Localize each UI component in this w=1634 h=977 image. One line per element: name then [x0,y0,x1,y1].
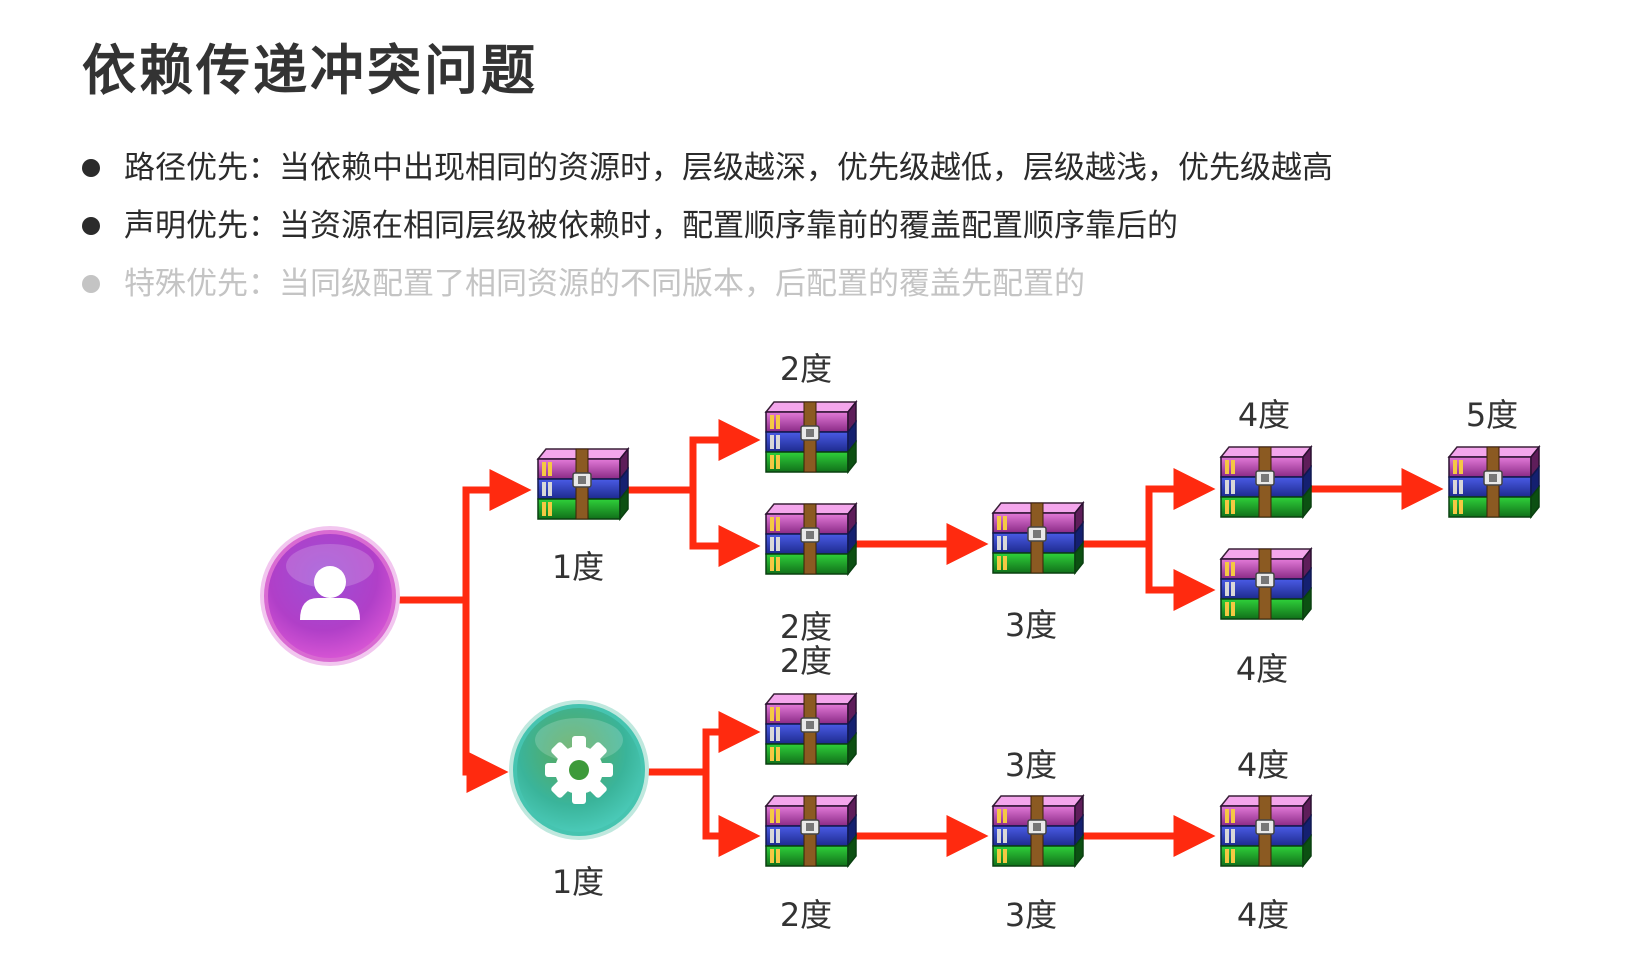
label-top-2b: 2度 [780,608,832,646]
rule-text: 特殊优先：当同级配置了相同资源的不同版本，后配置的覆盖先配置的 [124,266,1085,302]
label-bot-4-lower: 4度 [1237,896,1289,934]
package-archive-icon [1220,548,1312,620]
bullet-dot [82,275,100,293]
user-node [260,526,400,666]
label-bot-2a: 2度 [780,642,832,680]
rule-path-priority: 路径优先：当依赖中出现相同的资源时，层级越深，优先级越低，层级越浅，优先级越高 [82,146,1333,204]
package-archive-icon [992,795,1084,867]
label-top-4a: 4度 [1238,396,1290,434]
connector-user-trunk [396,486,470,776]
label-top-2a: 2度 [780,350,832,388]
bullet-dot [82,217,100,235]
label-top-5: 5度 [1466,396,1518,434]
settings-node [509,700,649,840]
label-bot-3-lower: 3度 [1005,896,1057,934]
connector-top-3-split [1081,485,1153,594]
package-archive-icon [765,693,857,765]
label-bot-2b: 2度 [780,896,832,934]
rule-text: 路径优先：当依赖中出现相同的资源时，层级越深，优先级越低，层级越浅，优先级越高 [124,150,1333,186]
bullet-dot [82,159,100,177]
connector-top-1-split [626,436,697,550]
package-archive-icon [1220,795,1312,867]
label-top-4b: 4度 [1236,650,1288,688]
rules-list: 路径优先：当依赖中出现相同的资源时，层级越深，优先级越低，层级越浅，优先级越高 … [82,146,1333,320]
package-archive-icon [765,503,857,575]
label-bot-1: 1度 [552,863,604,901]
label-top-3: 3度 [1005,606,1057,644]
label-top-1: 1度 [552,548,604,586]
rule-special-priority: 特殊优先：当同级配置了相同资源的不同版本，后配置的覆盖先配置的 [82,262,1333,320]
page-title: 依赖传递冲突问题 [82,39,538,102]
label-bot-4: 4度 [1237,746,1289,784]
package-archive-icon [1220,446,1312,518]
package-archive-icon [765,795,857,867]
rule-declaration-priority: 声明优先：当资源在相同层级被依赖时，配置顺序靠前的覆盖配置顺序靠后的 [82,204,1333,262]
package-archive-icon [765,401,857,473]
package-archive-icon [537,448,629,520]
package-archive-icon [992,502,1084,574]
connectors [396,419,1444,857]
gear-icon [545,736,613,804]
label-bot-3: 3度 [1005,746,1057,784]
connector-settings-split [646,728,710,840]
package-archive-icon [1448,446,1540,518]
rule-text: 声明优先：当资源在相同层级被依赖时，配置顺序靠前的覆盖配置顺序靠后的 [124,208,1178,244]
